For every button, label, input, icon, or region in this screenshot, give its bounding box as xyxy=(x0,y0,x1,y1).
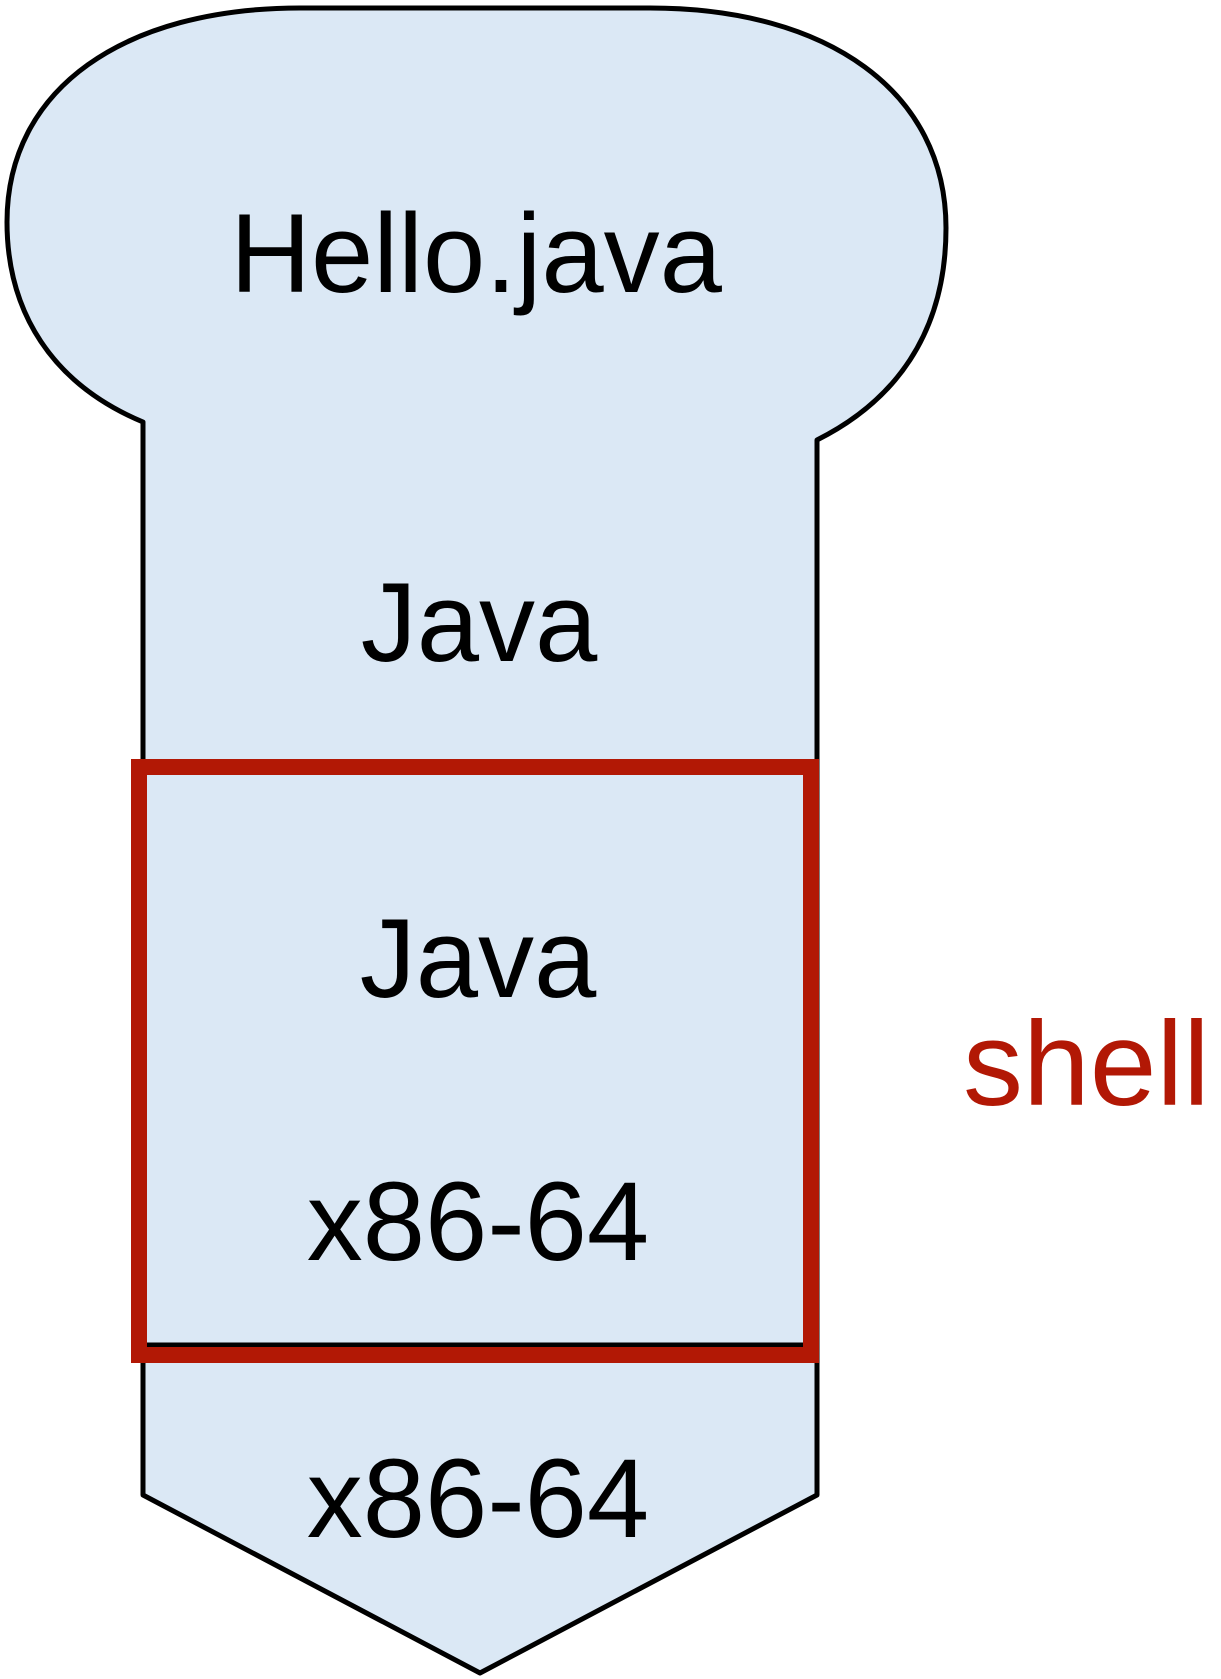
base-machine-layer-label: x86-64 xyxy=(307,1436,649,1561)
program-name-label: Hello.java xyxy=(230,191,723,316)
program-bubble-and-machine-column-shape xyxy=(4,5,949,1676)
interpreter-implementation-language-label: x86-64 xyxy=(307,1159,649,1284)
shell-annotation-label: shell xyxy=(963,997,1210,1131)
java-language-layer-label: Java xyxy=(361,560,598,685)
interpreter-source-language-label: Java xyxy=(360,896,597,1021)
interpreter-highlight-box xyxy=(131,759,819,1363)
